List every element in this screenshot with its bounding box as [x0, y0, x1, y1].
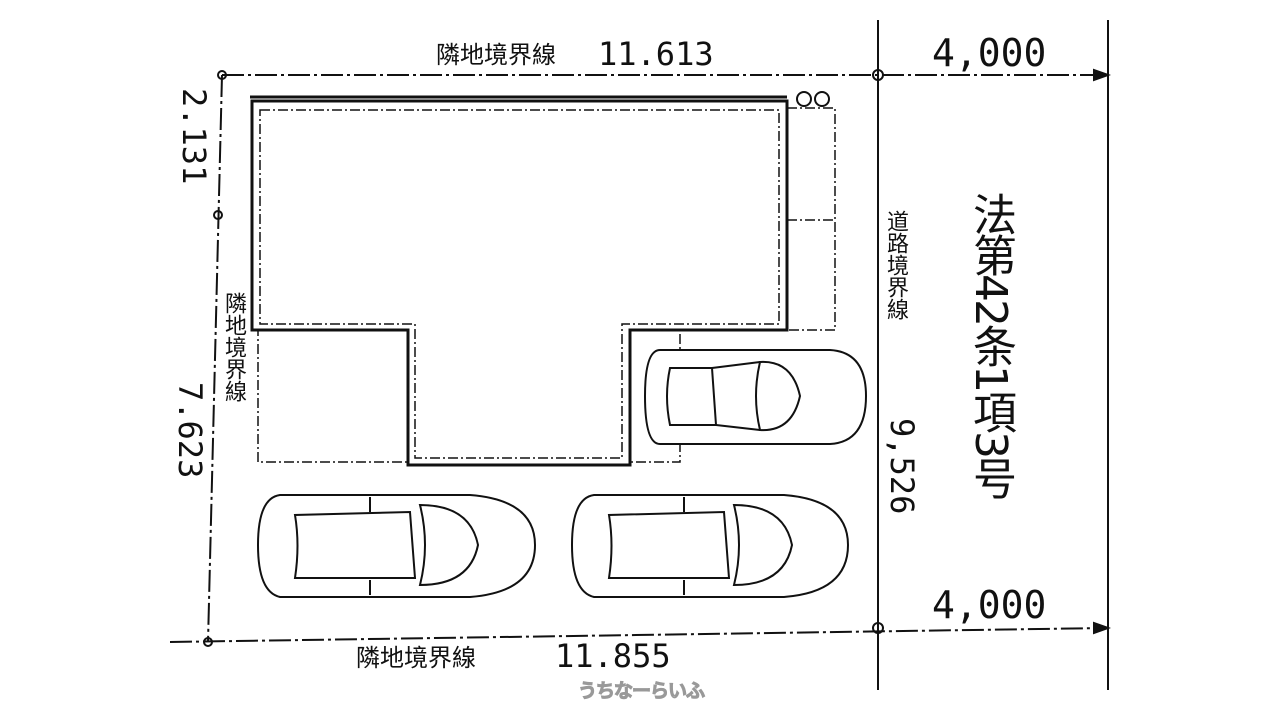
- corner-marker: [872, 69, 884, 81]
- bottom-boundary-length: 11.855: [555, 637, 671, 675]
- bottom-boundary-line: [169, 627, 1106, 643]
- corner-marker: [217, 70, 227, 80]
- left-boundary-line: [207, 74, 223, 643]
- top-boundary-length: 11.613: [598, 35, 714, 73]
- car-large-left: [256, 494, 537, 598]
- corner-marker: [872, 622, 884, 634]
- top-arrowhead: [1093, 68, 1111, 82]
- top-boundary-label: 隣地境界線: [436, 41, 556, 69]
- road-classification: 法第42条1項3号: [965, 192, 1016, 497]
- house-inner-line: [259, 109, 780, 459]
- left-upper-length: 2.131: [175, 88, 213, 185]
- bottom-arrowhead: [1093, 621, 1111, 635]
- left-boundary-label: 隣地境界線: [221, 292, 246, 402]
- terrace-left: [257, 329, 409, 463]
- car-small: [643, 349, 868, 445]
- corner-marker: [203, 637, 213, 647]
- bottom-boundary-label: 隣地境界線: [356, 644, 476, 672]
- road-boundary-label: 道路境界線: [883, 210, 908, 320]
- left-lower-length: 7.623: [171, 382, 209, 479]
- road-boundary-length: 9,526: [883, 418, 921, 515]
- car-large-right: [570, 494, 850, 598]
- watermark: うちなーらいふ: [577, 680, 705, 703]
- meter-icon: [796, 91, 812, 107]
- road-width-top: 4,000: [932, 31, 1047, 75]
- road-width-bottom: 4,000: [932, 583, 1047, 627]
- meter-icon: [814, 91, 830, 107]
- corner-marker: [213, 210, 223, 220]
- eaves-right: [787, 107, 836, 331]
